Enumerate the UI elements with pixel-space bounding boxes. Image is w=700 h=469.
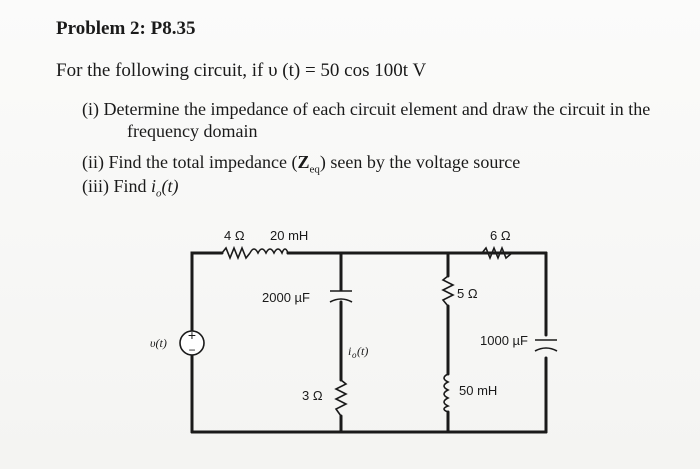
source-minus-sign: − [188, 343, 195, 357]
capacitor-1000uf-symbol [534, 339, 558, 352]
zeq-subscript: eq [309, 163, 320, 176]
capacitor-2000uf-symbol [329, 290, 353, 303]
label-r3: 3 Ω [302, 388, 323, 403]
label-l50: 50 mH [459, 383, 497, 398]
problem-title: Problem 2: P8.35 [56, 18, 196, 39]
question-text-continued: frequency domain [127, 121, 258, 141]
svg-text:o: o [352, 350, 357, 360]
resistor-4ohm-symbol [221, 245, 251, 261]
io-variable: i [151, 176, 157, 196]
svg-text:(t): (t) [357, 344, 368, 358]
voltage-source: + − [179, 327, 205, 357]
label-r4: 4 Ω [224, 228, 245, 243]
label-l20: 20 mH [270, 228, 308, 243]
label-r5: 5 Ω [457, 286, 478, 301]
question-number: (i) [82, 99, 99, 119]
resistor-6ohm-symbol [481, 245, 513, 261]
io-time: (t) [161, 176, 179, 196]
question-text: Determine the impedance of each circuit … [103, 99, 651, 119]
question-ii: (ii) Find the total impedance (Zeq) seen… [82, 151, 520, 181]
question-text: Find [113, 176, 152, 196]
label-io: i o (t) [348, 344, 368, 360]
zeq-symbol: Z [297, 152, 310, 172]
question-i: (i) Determine the impedance of each circ… [82, 98, 682, 142]
problem-intro: For the following circuit, if υ (t) = 50… [56, 60, 427, 81]
question-number: (iii) [82, 176, 109, 196]
label-r6: 6 Ω [490, 228, 511, 243]
question-number: (ii) [82, 152, 104, 172]
label-c2000: 2000 µF [262, 290, 310, 305]
label-source: υ(t) [150, 336, 167, 350]
source-plus-sign: + [188, 327, 196, 343]
circuit-wires [190, 251, 548, 434]
svg-text:i: i [348, 344, 351, 358]
resistor-5ohm-symbol [441, 275, 455, 307]
io-subscript: o [156, 187, 162, 200]
inductor-50mh-symbol [443, 373, 450, 413]
label-c1000: 1000 µF [480, 333, 528, 348]
inductor-20mh-symbol [249, 248, 289, 255]
resistor-3ohm-symbol [334, 379, 348, 417]
question-iii: (iii) Find io(t) [82, 175, 179, 205]
question-text: Find the total impedance ( [108, 152, 298, 172]
question-text-end: ) seen by the voltage source [319, 152, 521, 172]
